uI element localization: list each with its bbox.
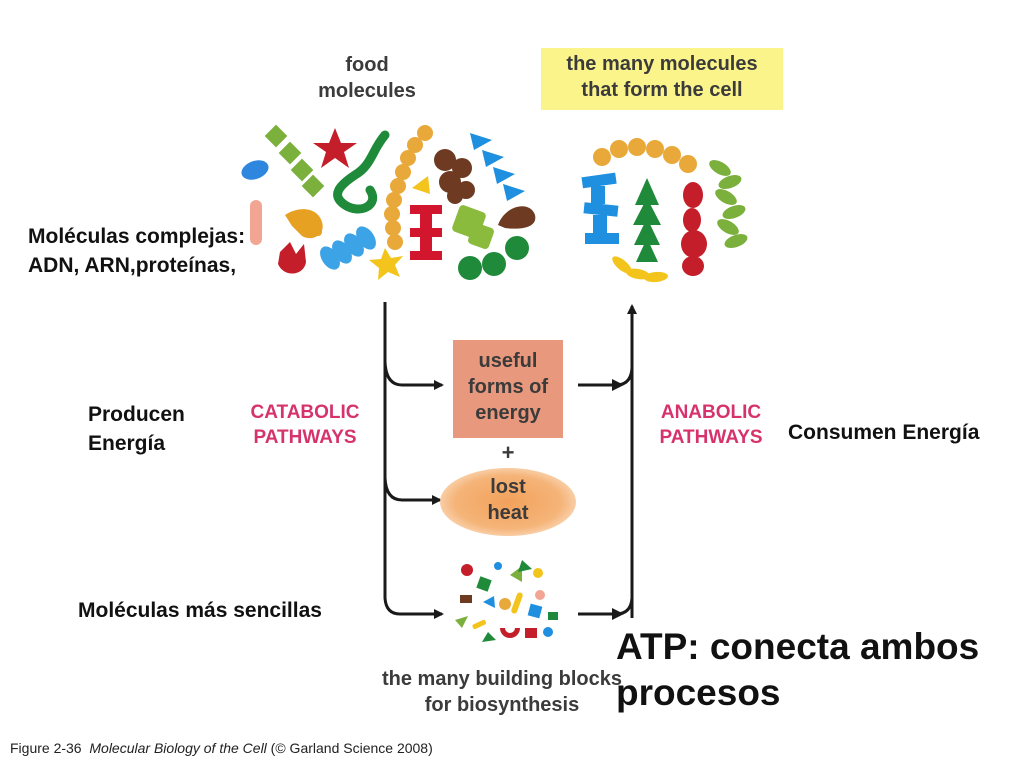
anabolic-line-2: PATHWAYS	[659, 427, 763, 448]
building-blocks-cluster	[455, 560, 558, 642]
useful-energy-box: useful forms of energy	[453, 340, 563, 438]
blue-spring-molecule	[320, 226, 376, 270]
anabolic-line-1: ANABOLIC	[660, 402, 762, 423]
yellow-petal-molecule	[612, 256, 668, 283]
atp-line-1: ATP: conecta ambos	[616, 626, 980, 667]
cell-molecules-cluster	[581, 138, 748, 283]
blue-i-block-molecule	[581, 172, 619, 244]
catabolic-line-2: PATHWAYS	[253, 427, 357, 448]
produce-line-2: Energía	[88, 432, 166, 455]
catabolic-energy-branch	[383, 361, 444, 390]
brown-blob-molecule	[434, 149, 475, 204]
green-spheres-molecule	[458, 236, 529, 280]
complex-line-1: Moléculas complejas:	[28, 225, 246, 248]
caption-prefix: Figure 2-36	[10, 740, 90, 756]
red-bead-molecule	[681, 182, 707, 276]
catabolic-pathways-label: CATABOLIC PATHWAYS	[240, 400, 370, 450]
caption-book-title: Molecular Biology of the Cell	[89, 740, 267, 756]
anabolic-pathways-label: ANABOLIC PATHWAYS	[648, 400, 774, 450]
consume-energy-annotation: Consumen Energía	[788, 421, 980, 444]
energy-line-3: energy	[475, 402, 541, 424]
energy-line-2: forms of	[468, 376, 548, 398]
anabolic-energy-input	[578, 367, 634, 387]
blue-oval-molecule	[241, 160, 269, 180]
cell-label-line-2: that form the cell	[581, 79, 743, 101]
blocks-line-1: the many building blocks	[381, 668, 623, 690]
green-leaf-chain-molecule	[709, 160, 748, 248]
heat-line-1: lost	[490, 476, 526, 498]
caption-suffix: (© Garland Science 2008)	[266, 740, 433, 756]
complex-line-2: ADN, ARN,proteínas,	[28, 254, 237, 277]
green-gear-molecule	[452, 205, 494, 249]
catabolic-heat-branch	[383, 477, 442, 505]
food-molecules-label: food molecules	[292, 52, 442, 104]
produce-line-1: Producen	[88, 403, 185, 426]
lost-heat-label: lost heat	[458, 474, 558, 526]
food-molecules-cluster	[241, 124, 536, 280]
produce-energy-annotation: Producen Energía	[88, 400, 185, 458]
pink-rod-molecule	[250, 200, 262, 245]
building-blocks-label: the many building blocks for biosynthesi…	[362, 666, 642, 718]
red-h-block-molecule	[410, 205, 442, 260]
yellow-star-molecule	[369, 248, 403, 280]
green-chain-molecule	[333, 130, 390, 214]
anabolic-blocks-input	[578, 597, 634, 616]
anabolic-arrows	[578, 304, 637, 620]
plus-sign: +	[501, 440, 515, 465]
red-star-molecule	[313, 128, 357, 168]
heat-line-2: heat	[487, 502, 529, 524]
energy-line-1: useful	[478, 350, 538, 372]
figure-caption: Figure 2-36 Molecular Biology of the Cel…	[10, 740, 433, 756]
yellow-triangle-molecule	[412, 176, 430, 194]
brown-wedge-molecule	[498, 206, 536, 229]
atp-annotation: ATP: conecta ambos procesos	[616, 624, 979, 716]
catabolic-arrows	[383, 302, 444, 619]
green-diamonds-molecule	[264, 124, 325, 198]
food-label-line-2: molecules	[318, 80, 416, 102]
blue-arrow-chain-molecule	[470, 133, 525, 201]
atp-line-2: procesos	[616, 672, 781, 713]
green-tree-molecule	[633, 178, 661, 262]
simple-molecules-annotation: Moléculas más sencillas	[78, 599, 322, 622]
cell-molecules-label: the many molecules that form the cell	[541, 48, 783, 110]
complex-molecules-annotation: Moléculas complejas: ADN, ARN,proteínas,	[28, 222, 245, 280]
orange-bead-chain-molecule	[384, 125, 433, 250]
catabolic-main-arrow-line	[383, 302, 444, 619]
lost-heat-glow	[440, 468, 576, 536]
cell-label-line-1: the many molecules	[566, 53, 758, 75]
red-tulip-molecule	[278, 242, 306, 274]
orange-bead-arc-molecule	[593, 138, 697, 173]
catabolic-line-1: CATABOLIC	[250, 402, 360, 423]
blocks-line-2: for biosynthesis	[424, 694, 580, 716]
food-label-line-1: food	[345, 54, 389, 76]
